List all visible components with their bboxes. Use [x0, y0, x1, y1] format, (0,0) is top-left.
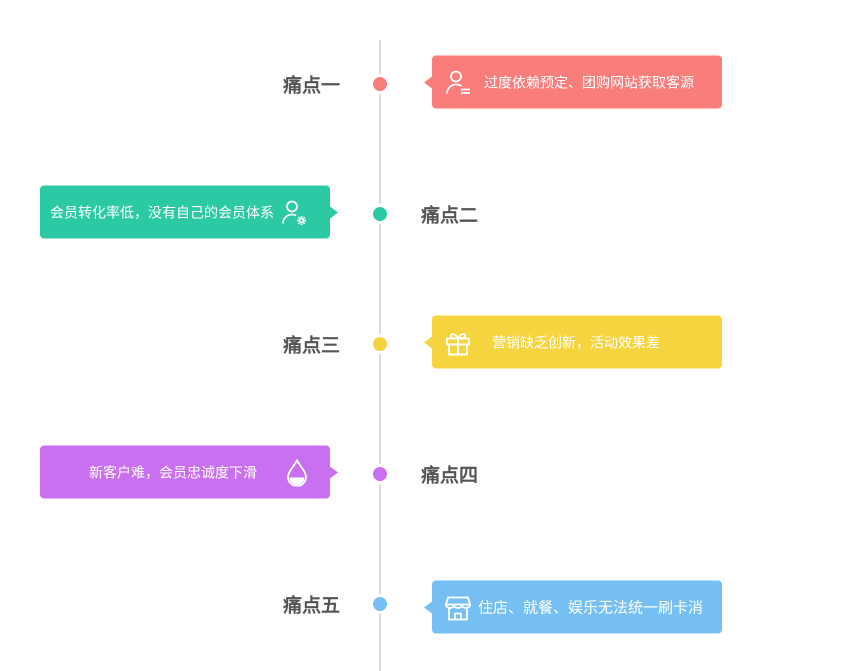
- timeline-card-3: 营销缺乏创新，活动效果差: [424, 315, 722, 369]
- timeline-text-1: 过度依赖预定、团购网站获取客源: [484, 74, 694, 90]
- timeline-dot-3: [370, 334, 390, 354]
- user-list-icon: [444, 68, 472, 96]
- timeline-axis: [379, 40, 381, 671]
- timeline-dot-4: [370, 464, 390, 484]
- timeline-card-2: 会员转化率低，没有自己的会员体系: [40, 185, 338, 239]
- card-pointer: [424, 336, 432, 348]
- gift-icon: [444, 328, 472, 356]
- timeline-dot-5: [370, 594, 390, 614]
- timeline-text-5: 住店、就餐、娱乐无法统一刷卡消: [478, 599, 704, 617]
- timeline-dot-2: [370, 204, 390, 224]
- user-gear-icon: [280, 198, 308, 226]
- card-pointer: [330, 206, 338, 218]
- timeline-label-1: 痛点一: [282, 75, 340, 97]
- timeline-label-2: 痛点二: [421, 205, 479, 227]
- water-drop-icon: [283, 458, 311, 486]
- timeline-text-4: 新客户难，会员忠诚度下滑: [89, 464, 257, 480]
- card-pointer: [330, 466, 338, 478]
- timeline-card-4: 新客户难，会员忠诚度下滑: [40, 445, 338, 499]
- timeline-dot-1: [370, 74, 390, 94]
- card-pointer: [424, 601, 432, 613]
- timeline-card-5: 住店、就餐、娱乐无法统一刷卡消: [424, 580, 722, 634]
- timeline-card-1: 过度依赖预定、团购网站获取客源: [424, 55, 722, 109]
- timeline-text-3: 营销缺乏创新，活动效果差: [492, 334, 660, 350]
- card-pointer: [424, 76, 432, 88]
- timeline-label-5: 痛点五: [282, 595, 340, 617]
- timeline-label-3: 痛点三: [282, 335, 340, 357]
- timeline-text-2: 会员转化率低，没有自己的会员体系: [50, 204, 274, 220]
- timeline-label-4: 痛点四: [421, 465, 479, 487]
- store-icon: [444, 593, 472, 621]
